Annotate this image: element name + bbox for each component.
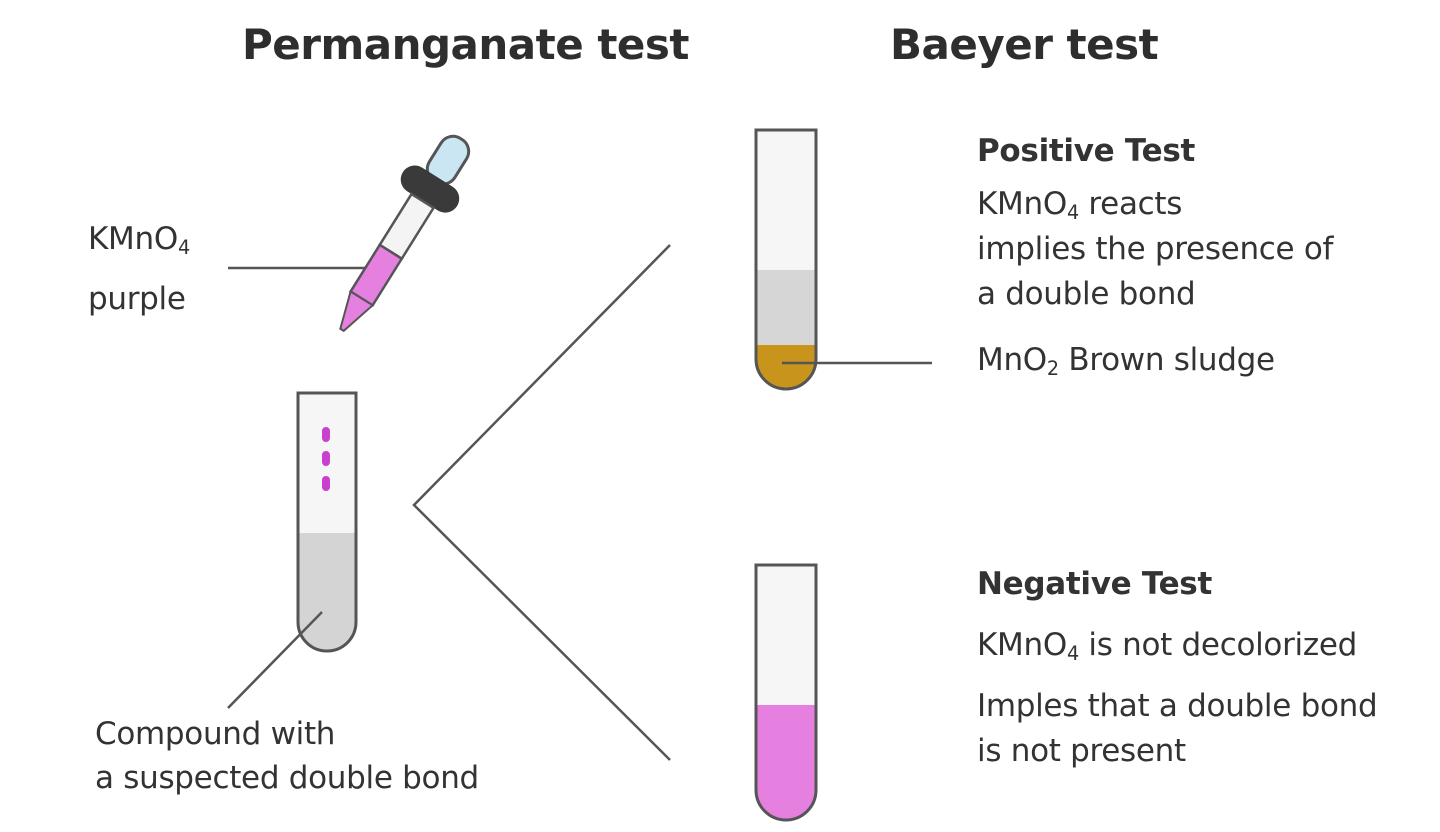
compound-label-line2: a suspected double bond <box>95 760 479 796</box>
negative-test-tube <box>754 563 818 822</box>
reagent-color-label: purple <box>88 281 186 317</box>
compound-label-line1: Compound with <box>95 716 336 752</box>
reagent-formula: KMnO4 <box>88 221 190 259</box>
positive-line3: a double bond <box>977 276 1196 312</box>
brown-sludge <box>756 345 816 389</box>
negative-formula-line: KMnO4 is not decolorized <box>977 627 1357 665</box>
positive-reacts-line: KMnO4 reacts <box>977 186 1183 224</box>
purple-drop <box>322 427 330 442</box>
compound-leader-line <box>227 611 323 709</box>
negative-test-title: Negative Test <box>977 566 1212 602</box>
positive-test-title: Positive Test <box>977 133 1195 169</box>
dropper-tip <box>339 289 375 333</box>
dropper-band <box>400 165 460 213</box>
compound-test-tube <box>296 391 358 653</box>
purple-liquid <box>756 705 816 820</box>
baeyer-test-title: Baeyer test <box>890 20 1159 69</box>
dropper-pipette <box>339 134 471 333</box>
purple-drop <box>322 451 330 466</box>
negative-line3: is not present <box>977 733 1186 769</box>
brown-sludge-label: MnO2 Brown sludge <box>977 342 1275 380</box>
permanganate-test-title: Permanganate test <box>242 20 689 69</box>
positive-line2: implies the presence of <box>977 231 1334 267</box>
purple-drop <box>322 476 330 491</box>
positive-test-tube <box>754 128 818 391</box>
branch-lines <box>412 244 671 761</box>
negative-line2: Imples that a double bond <box>977 688 1378 724</box>
